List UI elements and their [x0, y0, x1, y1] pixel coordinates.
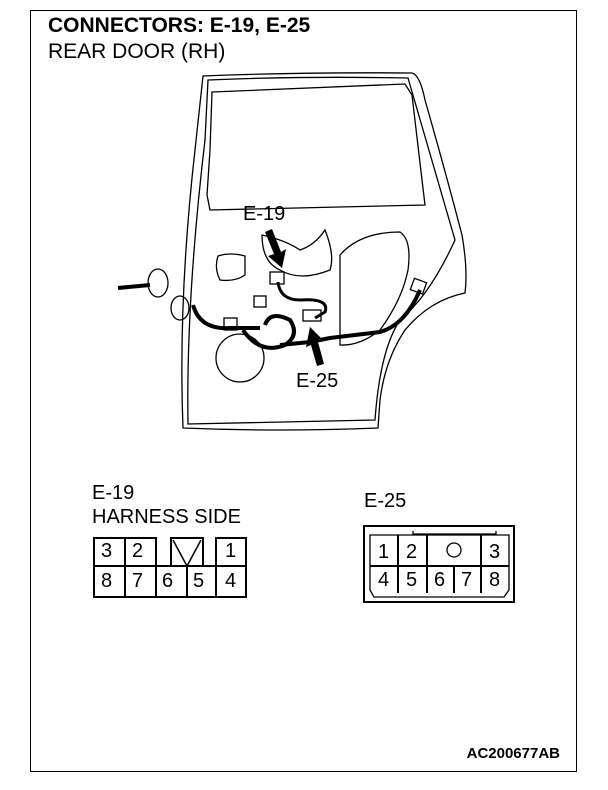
wire-harness-e19	[276, 281, 328, 320]
callout-e19: E-19	[243, 203, 286, 225]
access-hole-right	[339, 231, 410, 346]
e25-pin-7: 7	[461, 569, 473, 591]
e19-pin-2: 2	[132, 540, 144, 562]
speaker-circle	[215, 333, 265, 383]
callout-e25: E-25	[296, 370, 339, 392]
e25-pin-5: 5	[406, 569, 418, 591]
page-subtitle: REAR DOOR (RH)	[48, 40, 226, 63]
figure-code: AC200677AB	[466, 745, 560, 762]
arrow-e19-icon	[265, 229, 286, 268]
e25-pin-8: 8	[489, 569, 501, 591]
e19-key-triangle	[172, 539, 202, 568]
e25-outer-shell	[363, 525, 515, 603]
e25-label: E-25	[364, 490, 407, 512]
e19-pin-1: 1	[225, 540, 237, 562]
e25-key-circle	[446, 542, 462, 558]
e25-pin-4: 4	[378, 569, 390, 591]
connector-e19-shape	[269, 271, 285, 285]
e19-pin-8: 8	[101, 570, 113, 592]
e19-pin-5: 5	[193, 570, 205, 592]
door-outline	[181, 72, 467, 431]
window-opening	[206, 83, 426, 211]
wire-harness	[117, 283, 422, 350]
e25-pin-6: 6	[434, 569, 446, 591]
connector-shape-3	[409, 277, 428, 295]
arrow-e25-icon	[306, 327, 324, 366]
e25-pin-1: 1	[378, 541, 390, 563]
diagram-frame	[30, 10, 577, 772]
page-title: CONNECTORS: E-19, E-25	[48, 14, 311, 37]
speaker-hole	[261, 228, 333, 277]
connector-shape	[253, 295, 267, 308]
e19-label: E-19	[92, 482, 135, 504]
grommet-2	[170, 295, 190, 321]
e19-pin-3: 3	[101, 540, 113, 562]
e25-pin-2: 2	[406, 541, 418, 563]
e25-pin-3: 3	[489, 541, 501, 563]
e19-pin-7: 7	[132, 570, 144, 592]
grommet	[147, 268, 169, 298]
connector-shape-2	[223, 317, 238, 331]
connector-e25-shape	[302, 309, 322, 322]
e19-side-label: HARNESS SIDE	[92, 506, 241, 528]
e19-pin-4: 4	[225, 570, 237, 592]
access-hole-left	[215, 253, 246, 282]
e19-pin-6: 6	[162, 570, 174, 592]
